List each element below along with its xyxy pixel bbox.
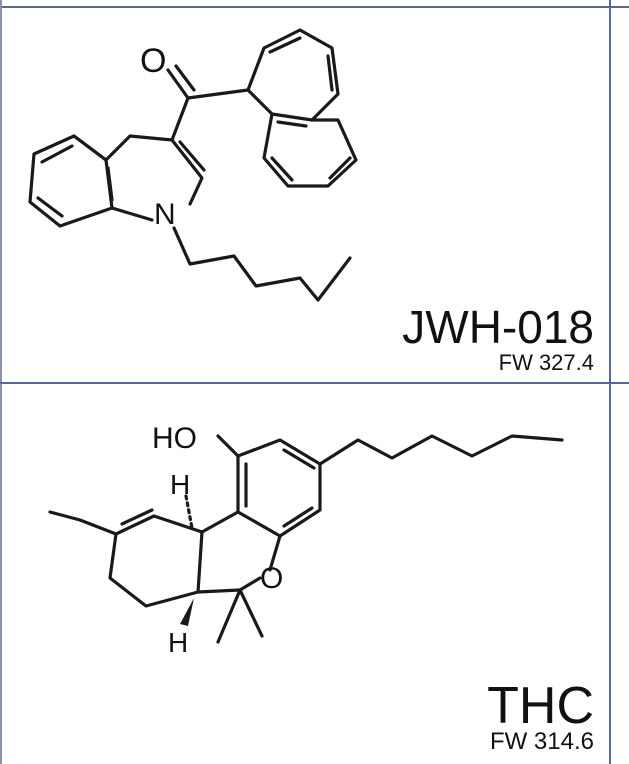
thc-structure: HO O (2, 384, 608, 764)
hydrogen-top-label: H (170, 469, 190, 500)
thc-panel: HO O (2, 384, 608, 764)
aromatic-ring (236, 438, 322, 538)
hydroxyl-label: HO (152, 422, 197, 455)
jwh018-structure-drawing: O N (28, 28, 358, 302)
ring-oxygen-label: O (260, 562, 283, 595)
hydroxyl-group: HO (152, 422, 240, 458)
indole-ring: N (28, 96, 206, 231)
thc-structure-drawing: HO O (48, 422, 564, 658)
right-border (609, 0, 611, 764)
carbonyl-group: O (140, 42, 250, 100)
oxygen-atom-label: O (140, 42, 166, 80)
stereo-hydrogens: H H (168, 469, 194, 658)
naphthalene-ring (246, 28, 358, 188)
nitrogen-atom-label: N (154, 198, 176, 231)
pentyl-chain (172, 226, 352, 302)
panel-divider (0, 382, 629, 384)
cyclohexene-ring (48, 508, 204, 608)
compound-name-thc: THC (487, 677, 594, 735)
thc-pentyl-chain (318, 434, 564, 466)
jwh018-panel: O N (2, 8, 608, 382)
hydrogen-bottom-label: H (168, 627, 188, 658)
compound-name-jwh018: JWH-018 (402, 301, 594, 353)
formula-weight-thc: FW 314.6 (489, 728, 594, 755)
pyran-ring: O (196, 510, 283, 644)
jwh018-structure: O N (2, 8, 608, 382)
formula-weight-jwh018: FW 327.4 (498, 350, 594, 375)
top-border (0, 6, 629, 8)
